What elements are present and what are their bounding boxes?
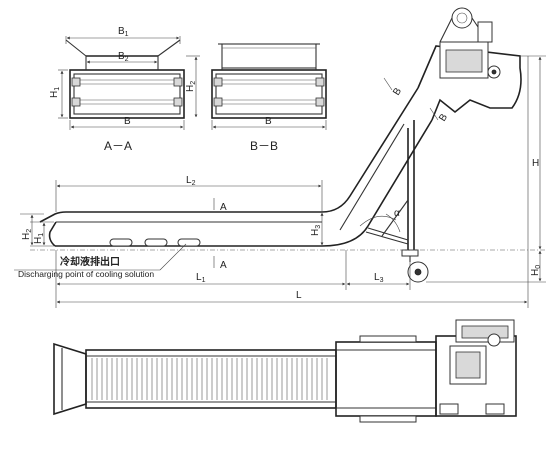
bb-b-label: B (265, 116, 272, 127)
plan-view (53, 319, 517, 423)
aa-h1-label: H1 (49, 87, 61, 98)
elev-h1-label: H1 (33, 233, 45, 244)
l1-label: L1 (196, 272, 206, 284)
aa-b-label: B (124, 116, 131, 127)
l-label: L (296, 290, 302, 301)
h-label: H (532, 158, 539, 169)
note-cn: 冷却液排出口 (60, 255, 120, 268)
angle-alpha-label: α (394, 208, 400, 219)
section-aa-view: B1 B2 B H1 H2 A－A (49, 26, 200, 153)
section-a-bottom-label: A (220, 260, 227, 271)
aa-b1-label: B1 (118, 26, 129, 38)
l3-label: L3 (374, 272, 384, 284)
section-b-bottom-label: B (437, 112, 450, 124)
section-a-top-label: A (220, 202, 227, 213)
h0-label: H0 (530, 265, 542, 276)
bb-title: B－B (250, 139, 278, 153)
aa-h2-label: H2 (185, 81, 197, 92)
aa-title: A－A (104, 139, 132, 153)
l2-label: L2 (186, 175, 196, 187)
section-b-top-label: B (391, 86, 404, 98)
side-elevation-view: α A A B B L2 L1 L3 L H (14, 7, 546, 308)
h3-label: H3 (310, 225, 322, 236)
note-en: Discharging point of cooling solution (18, 269, 154, 279)
aa-b2-label: B2 (118, 51, 129, 63)
elev-h2-label: H2 (21, 229, 33, 240)
section-bb-view: B B－B (211, 43, 327, 153)
plan-chain-slats (91, 358, 328, 400)
